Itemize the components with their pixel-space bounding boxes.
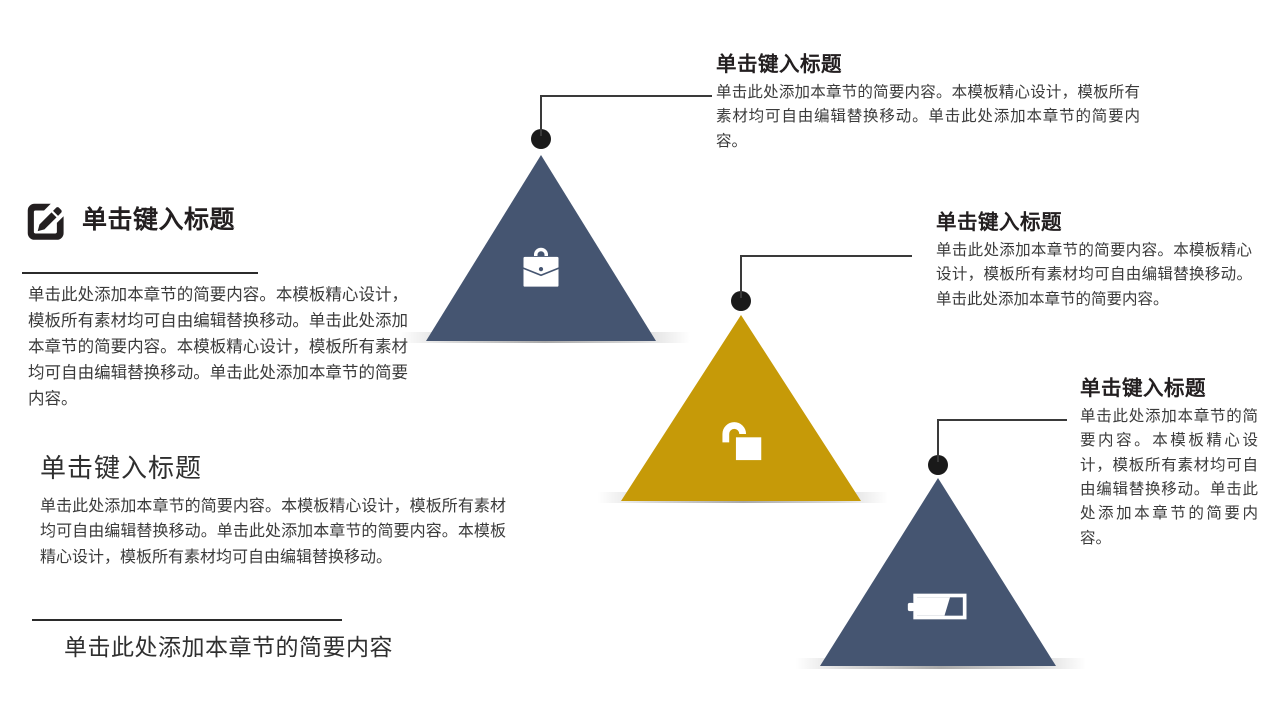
- left-text-block-primary: 单击键入标题 单击此处添加本章节的简要内容。本模板精心设计，模板所有素材均可自由…: [22, 196, 408, 408]
- callout-briefcase: 单击键入标题 单击此处添加本章节的简要内容。本模板精心设计，模板所有素材均可自由…: [716, 53, 1146, 154]
- left-body-primary: 单击此处添加本章节的简要内容。本模板精心设计，模板所有素材均可自由编辑替换移动。…: [28, 286, 408, 409]
- left-divider-primary: [22, 272, 258, 274]
- callout-unlock: 单击键入标题 单击此处添加本章节的简要内容。本模板精心设计，模板所有素材均可自由…: [936, 211, 1256, 312]
- left-title-row: 单击键入标题: [22, 196, 402, 246]
- callout-body: 单击此处添加本章节的简要内容。本模板精心设计，模板所有素材均可自由编辑替换移动。…: [716, 83, 1140, 150]
- left-text-block-secondary: 单击键入标题 单击此处添加本章节的简要内容。本模板精心设计，模板所有素材均可自由…: [32, 448, 510, 660]
- left-title-primary: 单击键入标题: [82, 206, 236, 235]
- leader-line-horizontal-3: [937, 419, 1067, 421]
- leader-line-horizontal-1: [540, 95, 712, 97]
- callout-title: 单击键入标题: [716, 53, 842, 76]
- leader-line-vertical-3: [937, 420, 939, 462]
- node-dot-1[interactable]: [531, 129, 551, 149]
- briefcase-icon: [513, 245, 569, 300]
- unlock-padlock-icon: [714, 412, 768, 471]
- left-title-secondary: 单击键入标题: [40, 453, 203, 483]
- battery-icon: [906, 588, 972, 630]
- callout-title: 单击键入标题: [936, 211, 1062, 234]
- leader-line-horizontal-2: [740, 255, 912, 257]
- node-dot-3[interactable]: [928, 455, 948, 475]
- edit-pencil-icon: [22, 198, 68, 244]
- callout-body: 单击此处添加本章节的简要内容。本模板精心设计，模板所有素材均可自由编辑替换移动。…: [936, 241, 1252, 308]
- callout-body: 单击此处添加本章节的简要内容。本模板精心设计，模板所有素材均可自由编辑替换移动。…: [1080, 407, 1258, 547]
- triangle-battery: [820, 478, 1056, 666]
- callout-title: 单击键入标题: [1080, 377, 1206, 400]
- left-divider-secondary: [32, 619, 342, 621]
- leader-line-vertical-1: [540, 96, 542, 136]
- triangle-unlock: [621, 315, 861, 501]
- node-dot-2[interactable]: [731, 291, 751, 311]
- callout-battery: 单击键入标题 单击此处添加本章节的简要内容。本模板精心设计，模板所有素材均可自由…: [1080, 377, 1260, 551]
- leader-line-vertical-2: [740, 256, 742, 298]
- left-body-secondary: 单击此处添加本章节的简要内容。本模板精心设计，模板所有素材均可自由编辑替换移动。…: [40, 498, 506, 566]
- left-footer-text: 单击此处添加本章节的简要内容: [64, 634, 393, 660]
